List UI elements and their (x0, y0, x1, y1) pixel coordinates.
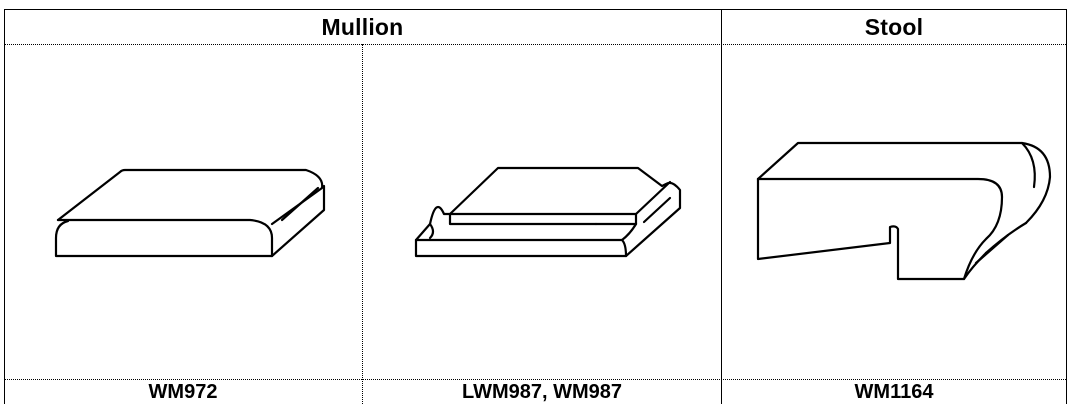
stool-header: Stool (864, 13, 924, 40)
caption-wm1164: WM1164 (854, 381, 934, 403)
mullion-header: Mullion (321, 13, 404, 40)
table-top-border (4, 9, 1066, 10)
mullion-wm987-icon (410, 164, 688, 260)
mullion-wm987-icon-svg (410, 164, 688, 260)
header-divider (4, 44, 1066, 45)
mullion-wm972-icon (50, 164, 326, 260)
caption-wm987: LWM987, WM987 (461, 381, 623, 403)
caption-divider (4, 379, 1066, 380)
column-divider-2 (721, 9, 722, 404)
table-left-border (4, 9, 5, 404)
mullion-wm972-icon-svg (50, 164, 326, 260)
column-divider-1 (362, 44, 363, 404)
stool-wm1164-icon-svg (750, 139, 1054, 284)
stool-wm1164-icon (750, 139, 1054, 284)
caption-wm972: WM972 (148, 381, 218, 403)
